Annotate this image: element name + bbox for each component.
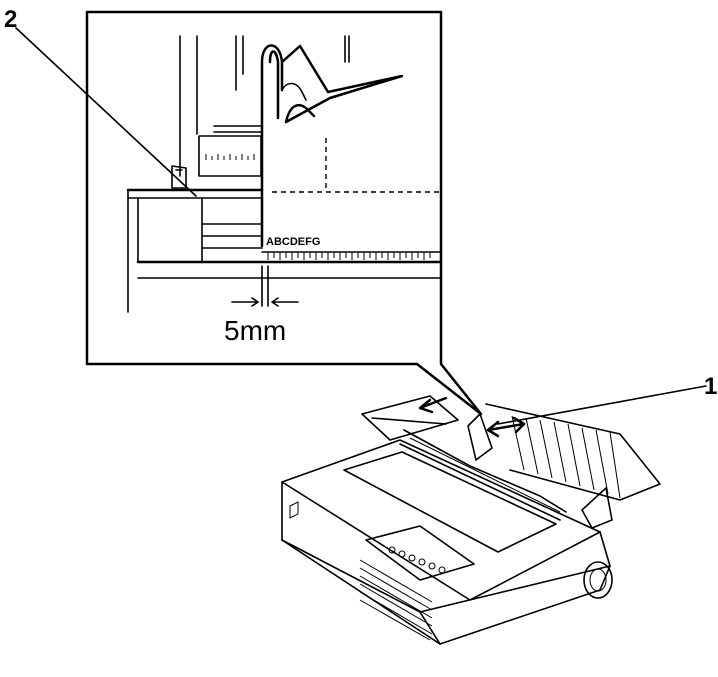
detail-paper-guide	[126, 188, 442, 313]
detail-ruler-scale	[261, 251, 441, 260]
detail-magnifier-frame	[85, 10, 483, 416]
callout-leader-2	[15, 27, 197, 197]
callout-leader-1	[497, 385, 707, 425]
detail-paper-curl	[281, 82, 307, 101]
slide-arrow-left	[418, 396, 448, 414]
callout-label-2: 2	[4, 6, 17, 33]
detail-dimension-markers	[231, 265, 299, 307]
dimension-label: 5mm	[224, 315, 286, 346]
detail-paper-sheet	[260, 44, 404, 248]
detail-print-sample: ABCDEFG	[266, 236, 320, 248]
detail-printer-internals	[171, 35, 350, 189]
printer-illustration	[281, 395, 661, 645]
callout-label-1: 1	[704, 373, 717, 400]
slide-arrow-double	[486, 416, 526, 438]
